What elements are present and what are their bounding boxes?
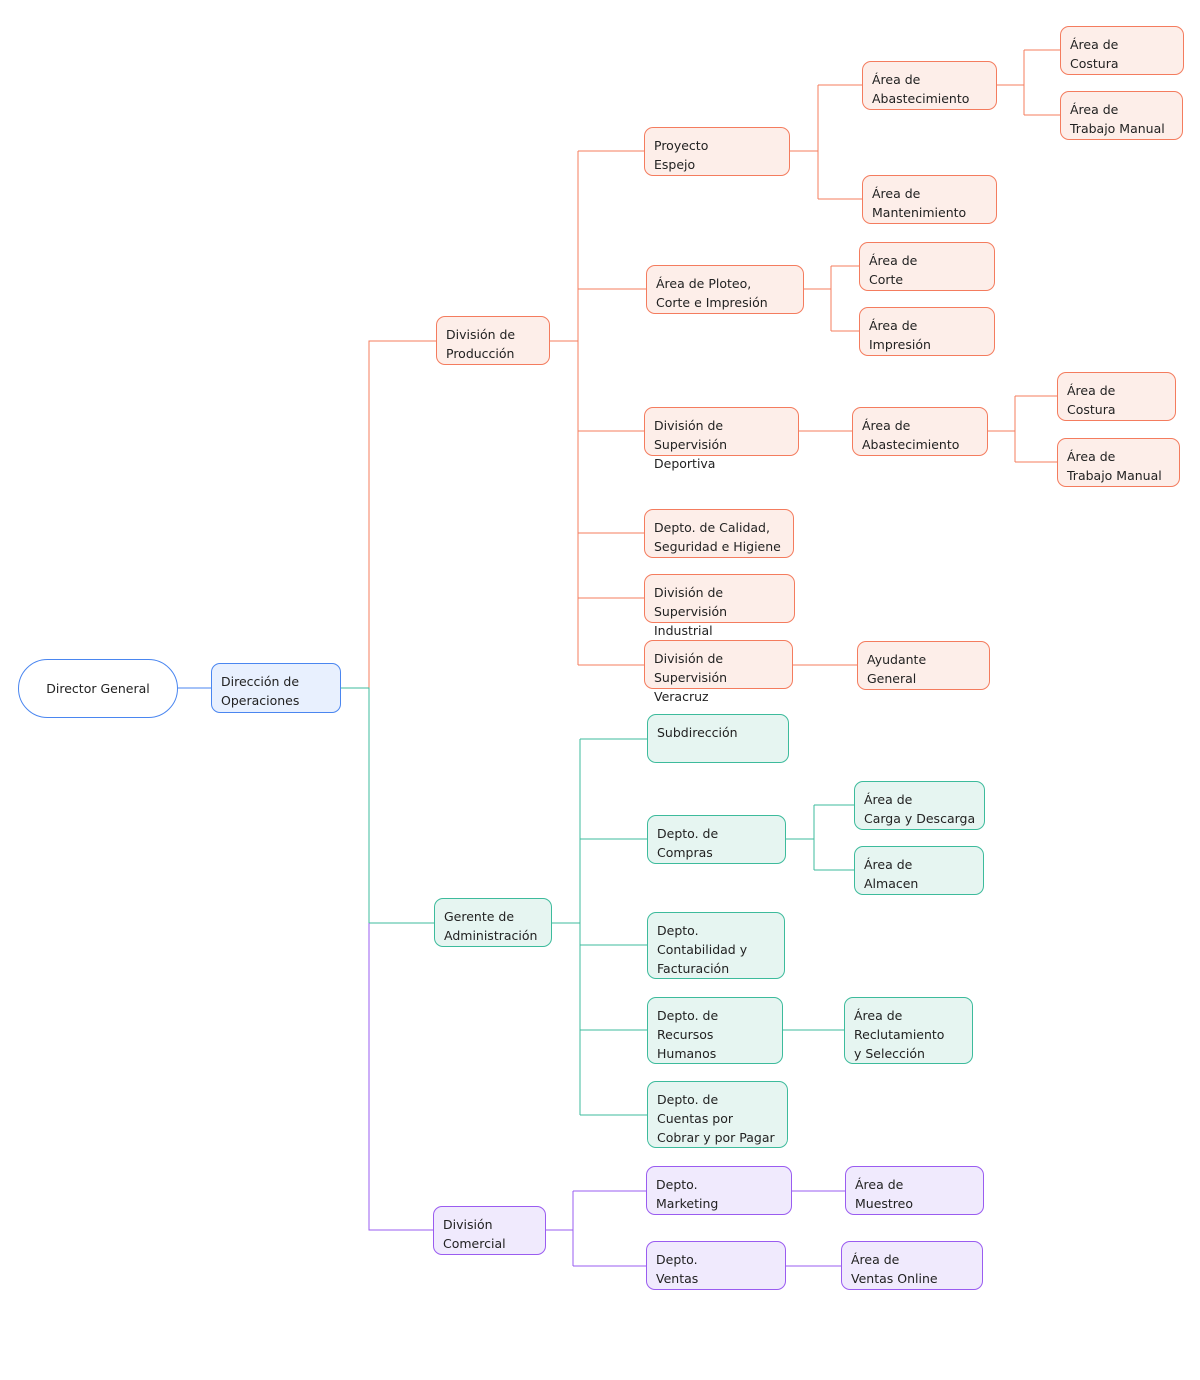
node-supervision-industrial[interactable]: División de Supervisión Industrial [644, 574, 795, 638]
node-area-almacen[interactable]: Área de Almacen [854, 846, 984, 895]
node-depto-rrhh[interactable]: Depto. de Recursos Humanos [647, 997, 783, 1064]
node-subdireccion[interactable]: Subdirección [647, 714, 789, 763]
node-area-mantenimiento[interactable]: Área de Mantenimiento [862, 175, 997, 224]
node-area-abastecimiento-2[interactable]: Área de Abastecimiento [852, 407, 988, 456]
node-area-costura-2[interactable]: Área de Costura [1057, 372, 1176, 421]
node-division-comercial[interactable]: División Comercial [433, 1206, 546, 1255]
node-area-ploteo[interactable]: Área de Ploteo, Corte e Impresión [646, 265, 804, 314]
node-depto-marketing[interactable]: Depto. Marketing [646, 1166, 792, 1215]
node-area-reclutamiento[interactable]: Área de Reclutamiento y Selección [844, 997, 973, 1064]
node-depto-contabilidad[interactable]: Depto. Contabilidad y Facturación [647, 912, 785, 979]
connectors-produccion [368, 49, 1060, 688]
node-gerente-administracion[interactable]: Gerente de Administración [434, 898, 552, 947]
node-area-trabajo-manual-2[interactable]: Área de Trabajo Manual [1057, 438, 1180, 487]
node-depto-calidad[interactable]: Depto. de Calidad, Seguridad e Higiene [644, 509, 794, 558]
connectors-administracion [341, 687, 854, 1116]
node-depto-ventas[interactable]: Depto. Ventas [646, 1241, 786, 1290]
node-direccion-operaciones[interactable]: Dirección de Operaciones [211, 663, 341, 713]
node-supervision-veracruz[interactable]: División de Supervisión Veracruz [644, 640, 793, 704]
node-area-ventas-online[interactable]: Área de Ventas Online [841, 1241, 983, 1290]
node-area-trabajo-manual[interactable]: Área de Trabajo Manual [1060, 91, 1183, 140]
node-division-produccion[interactable]: División de Producción [436, 316, 550, 365]
node-director-general[interactable]: Director General [18, 659, 178, 718]
node-area-impresion[interactable]: Área de Impresión [859, 307, 995, 356]
node-proyecto-espejo[interactable]: Proyecto Espejo [644, 127, 790, 176]
node-area-carga-descarga[interactable]: Área de Carga y Descarga [854, 781, 985, 830]
node-depto-cuentas[interactable]: Depto. de Cuentas por Cobrar y por Pagar [647, 1081, 788, 1148]
node-depto-compras[interactable]: Depto. de Compras [647, 815, 786, 864]
node-ayudante-general[interactable]: Ayudante General [857, 641, 990, 690]
node-area-corte[interactable]: Área de Corte [859, 242, 995, 291]
node-area-muestreo[interactable]: Área de Muestreo [845, 1166, 984, 1215]
node-area-abastecimiento[interactable]: Área de Abastecimiento [862, 61, 997, 110]
node-area-costura[interactable]: Área de Costura [1060, 26, 1184, 75]
connectors-comercial [368, 923, 845, 1267]
node-supervision-deportiva[interactable]: División de Supervisión Deportiva [644, 407, 799, 471]
